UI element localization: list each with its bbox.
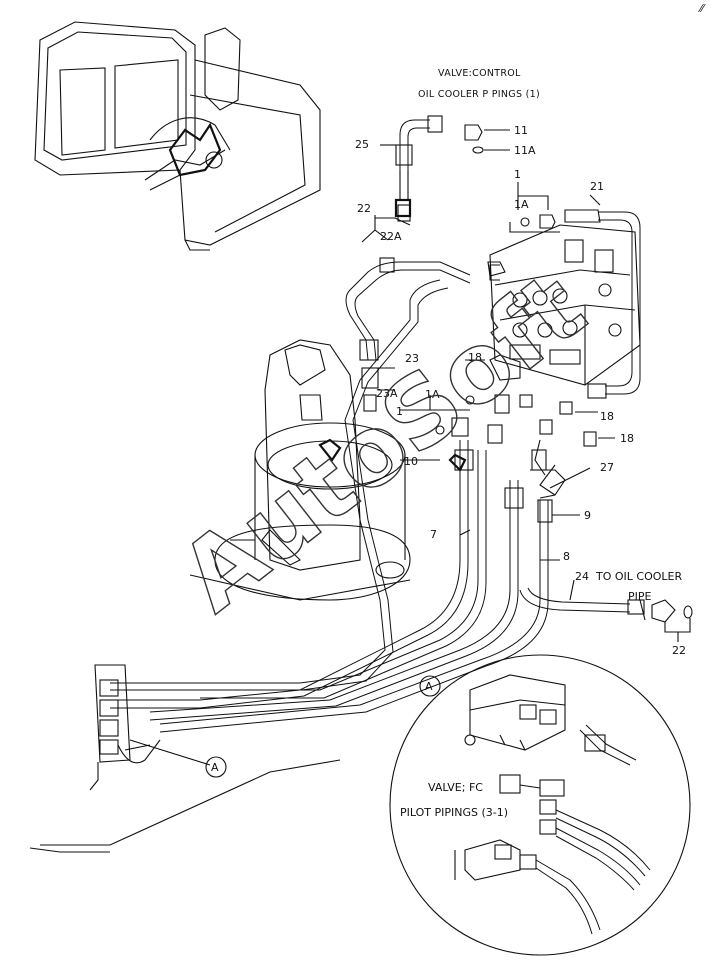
- part-label-18-upper: 18: [468, 351, 482, 364]
- part-label-1a-top: 1A: [514, 198, 529, 211]
- part-label-24: 24: [575, 570, 589, 583]
- corner-mark: ⁄⁄: [697, 2, 706, 15]
- valve-fc-label: VALVE; FC: [428, 781, 483, 794]
- watermark: AutoSoft: [160, 251, 605, 633]
- part-label-1-top: 1: [514, 168, 521, 181]
- to-oil-cooler-label: TO OIL COOLER: [595, 570, 682, 583]
- left-manifold: [29, 664, 341, 853]
- part-label-11a: 11A: [514, 144, 536, 157]
- detail-a-callout-letter: A: [211, 761, 219, 774]
- part-label-22-top: 22: [357, 202, 371, 215]
- pipe-24-oil-cooler: [519, 579, 693, 642]
- diagram-title: VALVE:CONTROL OIL COOLER P PINGS (1): [418, 68, 540, 100]
- excavator-cab-illustration: [34, 21, 321, 251]
- part-label-23: 23: [405, 352, 419, 365]
- pilot-pipings-label: PILOT PIPINGS (3-1): [400, 806, 508, 819]
- part-label-1-mid: 1: [396, 405, 403, 418]
- hose-22-assembly: [345, 204, 506, 361]
- part-label-25: 25: [355, 138, 369, 151]
- part-label-22-bottom: 22: [672, 644, 686, 657]
- detail-a-callout: [205, 756, 227, 778]
- title-line-1: VALVE:CONTROL: [438, 68, 521, 79]
- detail-a-view: [389, 654, 691, 956]
- part-label-18-lower: 18: [620, 432, 634, 445]
- part-label-18-right: 18: [600, 410, 614, 423]
- part-label-7: 7: [430, 528, 437, 541]
- part-label-11: 11: [514, 124, 528, 137]
- part-label-8: 8: [563, 550, 570, 563]
- hose-bundle-main: [110, 279, 591, 733]
- part-label-9: 9: [584, 509, 591, 522]
- pipe-label: PIPE: [628, 590, 652, 603]
- title-line-2: OIL COOLER P PINGS (1): [418, 89, 540, 100]
- part-label-1a-mid: 1A: [425, 388, 440, 401]
- swing-motor-body: [189, 339, 411, 601]
- part-label-23a: 23A: [376, 387, 398, 400]
- pipe-25-assembly: [380, 115, 510, 218]
- control-valve-block: [489, 182, 641, 399]
- part-label-10: 10: [404, 455, 418, 468]
- part-label-27: 27: [600, 461, 614, 474]
- part-label-22a: 22A: [380, 230, 402, 243]
- detail-a-circle-letter: A: [425, 680, 433, 693]
- part-label-21: 21: [590, 180, 604, 193]
